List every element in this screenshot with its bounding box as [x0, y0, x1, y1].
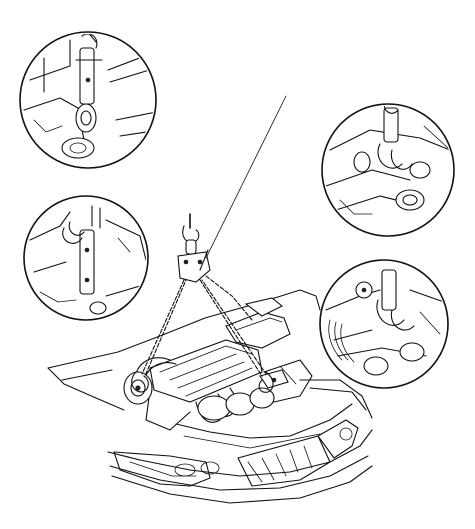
detail-view-middle-left — [23, 195, 149, 321]
engine-block — [123, 297, 313, 431]
detail-view-bottom-right — [319, 259, 449, 389]
detail-view-top-left — [19, 31, 157, 169]
detail-view-top-right — [321, 103, 455, 237]
lifting-chain — [131, 95, 287, 393]
car-body — [47, 289, 373, 504]
